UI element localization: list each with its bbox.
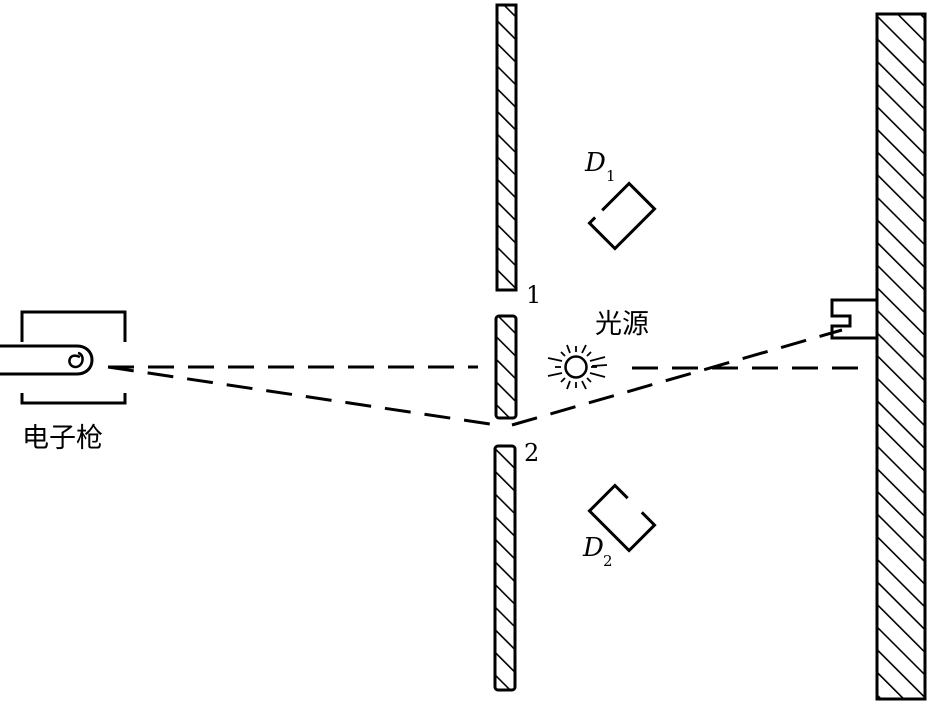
detector-1-label: D — [584, 148, 606, 178]
path-slit-2-to-counter — [511, 328, 843, 427]
backstop-screen — [875, 12, 927, 701]
path-to-slit-2 — [107, 365, 491, 426]
slit-wall-middle-segment — [494, 314, 518, 420]
detector-2-subscript: 2 — [603, 552, 613, 570]
slit-wall — [493, 3, 518, 692]
light-source-label: 光源 — [595, 309, 649, 340]
detector-2-label: D — [582, 533, 604, 563]
slit-1-label: 1 — [526, 281, 541, 309]
electron-gun-icon — [0, 310, 127, 405]
electron-paths — [107, 328, 868, 427]
detector-2-icon — [587, 483, 657, 553]
slit-wall-upper-segment — [495, 3, 518, 292]
light-bulb-icon — [547, 344, 608, 390]
electron-gun-label: 电子枪 — [22, 423, 103, 454]
slit-wall-lower-segment — [493, 444, 517, 692]
slit-2-label: 2 — [524, 439, 539, 467]
electron-counter-icon — [830, 298, 877, 340]
detector-1-icon — [587, 181, 657, 251]
detector-1-subscript: 1 — [606, 167, 616, 185]
